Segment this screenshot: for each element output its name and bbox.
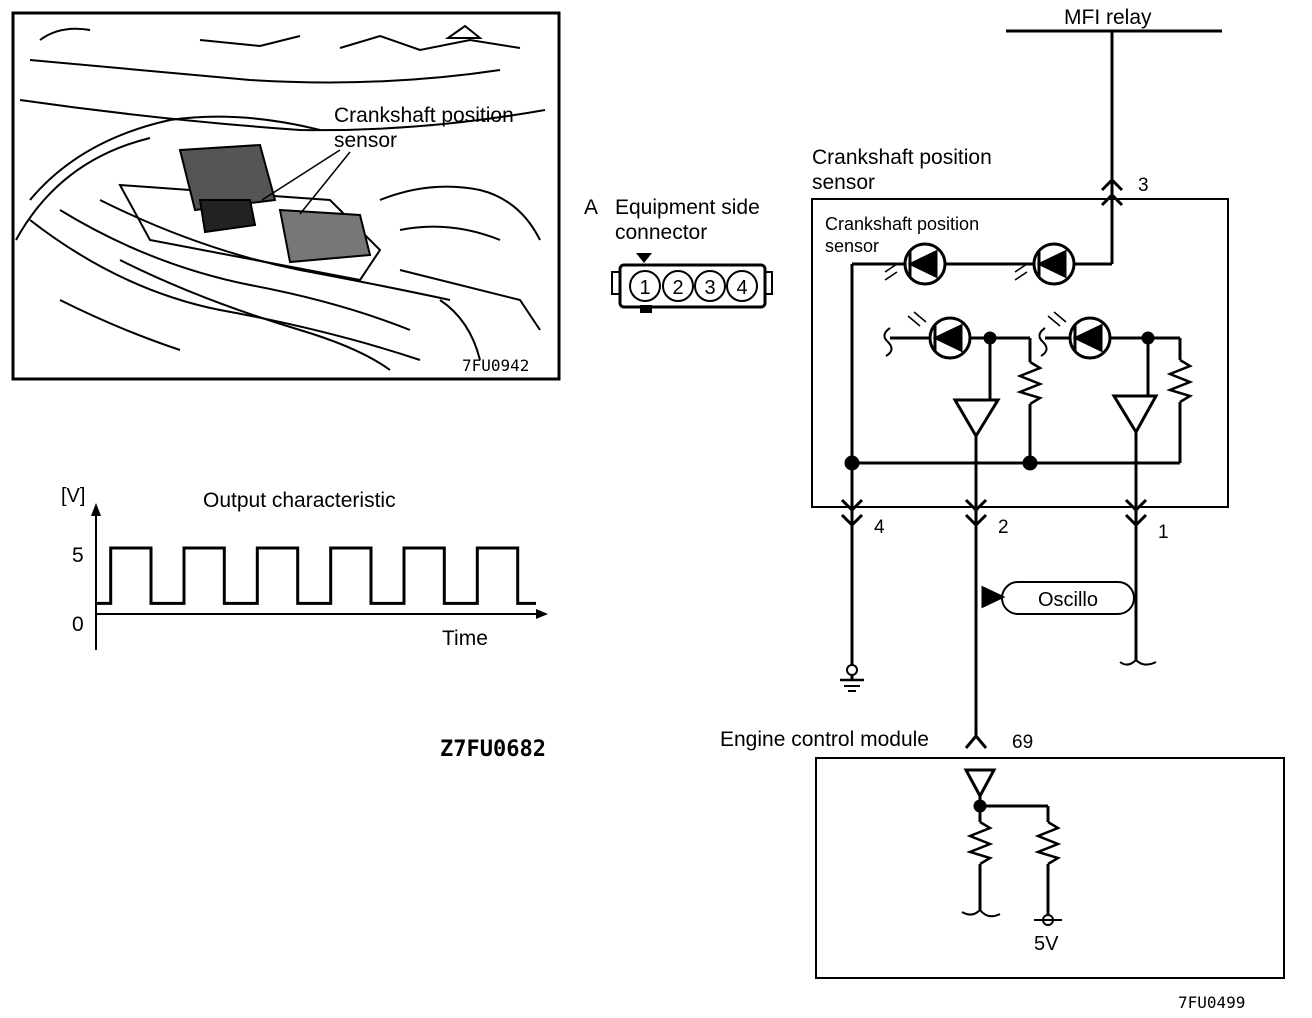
photo-sensor-label-line1: Crankshaft position: [334, 104, 514, 127]
wire-break: [979, 909, 1001, 918]
ecm-label: Engine control module: [720, 728, 929, 751]
terminal-4-label: 4: [874, 517, 885, 538]
terminal-3-chevron: [1100, 177, 1124, 192]
sensor-block-label-line1: Crankshaft position: [812, 146, 992, 169]
terminal-3-chevron: [1100, 192, 1124, 207]
node: [1022, 455, 1038, 471]
photo-emission-arrows: [907, 311, 1067, 327]
chart-x-axis-arrow: [536, 609, 548, 619]
connector-key-marker: [636, 253, 652, 263]
chart-code: Z7FU0682: [440, 737, 546, 762]
led-emission-arrows: [884, 263, 1028, 281]
photo-sensor-label-line2: sensor: [334, 129, 397, 152]
photodiode-2-diode: [1072, 323, 1103, 353]
connector-pin-3-label: 3: [704, 277, 715, 299]
circuit-labels: MFI relay Crankshaft position sensor 3 C…: [720, 6, 1245, 1012]
terminal-2-chevron: [964, 513, 988, 528]
terminal-69-chevron: [964, 733, 988, 749]
output-characteristic-chart: Output characteristic [V] 5 0 Time Z7FU0…: [61, 485, 548, 762]
terminal-1-chevron: [1124, 513, 1148, 528]
connector-label-line1: Equipment side: [615, 196, 760, 219]
circuit-code: 7FU0499: [1178, 993, 1245, 1012]
wire-break: [961, 909, 981, 916]
photo-code: 7FU0942: [462, 356, 529, 375]
terminal-1-label: 1: [1158, 522, 1169, 543]
resistor-2: [1166, 358, 1194, 404]
photodiode-1-diode: [932, 323, 963, 353]
connector-pin-4: [726, 270, 758, 302]
oscillo-label: Oscillo: [1038, 589, 1098, 611]
terminal-1-chevron: [1124, 498, 1148, 513]
terminal-69-label: 69: [1012, 732, 1033, 753]
ecm-amplifier: [963, 768, 997, 800]
oscillo-probe-tip: [981, 585, 1006, 609]
engine-illustration: [15, 24, 546, 371]
connector-pin-4-label: 4: [736, 277, 747, 299]
circuit-diagram: [811, 29, 1285, 979]
terminal-2-label: 2: [998, 517, 1009, 538]
terminal-3-label: 3: [1138, 175, 1149, 196]
led-2-diode: [1036, 249, 1067, 279]
ecm-resistor-2: [1034, 820, 1062, 866]
chart-title: Output characteristic: [203, 489, 396, 512]
photo-leader-line: [261, 149, 341, 201]
connector-pin-1-label: 1: [639, 277, 650, 299]
resistor-1: [1016, 360, 1044, 406]
connector-pin-2-label: 2: [672, 277, 683, 299]
chart-x-label: Time: [442, 627, 488, 650]
inner-sensor-label-line1: Crankshaft position: [825, 214, 979, 234]
node: [844, 455, 860, 471]
connector-label-line2: connector: [615, 221, 707, 244]
photo-leader-line: [299, 151, 351, 215]
connector-pin-2: [662, 270, 694, 302]
chart-tick-5: 5: [72, 544, 84, 567]
terminal-4-chevron: [840, 513, 864, 528]
connector-pin-1: [629, 270, 661, 302]
chart-y-axis-arrow: [91, 503, 101, 516]
terminal-4-chevron: [840, 498, 864, 513]
photo-1-input: [883, 327, 893, 357]
connector-letter: A: [584, 196, 598, 219]
amplifier-1: [952, 398, 1001, 439]
ecm-box: [815, 757, 1285, 979]
chart-waveform-series: [96, 546, 536, 605]
photo-2-input: [1038, 327, 1048, 357]
engine-photo-panel: Crankshaft position sensor 7FU0942: [11, 11, 561, 381]
supply-5v-label: 5V: [1034, 933, 1059, 955]
ecm-resistor-1: [966, 820, 994, 866]
equipment-connector: A Equipment side connector 1 2 3 4: [584, 196, 773, 313]
amplifier-2: [1111, 394, 1159, 435]
sensor-block-label-line2: sensor: [812, 171, 875, 194]
chart-y-unit: [V]: [61, 485, 85, 507]
ground-terminal: [846, 664, 858, 676]
led-1-diode: [907, 249, 938, 279]
inner-sensor-label-line2: sensor: [825, 236, 879, 256]
wire-break: [1119, 659, 1137, 666]
terminal-2-chevron: [964, 498, 988, 513]
chart-tick-0: 0: [72, 613, 84, 636]
connector-key-bottom: [640, 305, 652, 313]
connector-pin-3: [694, 270, 726, 302]
mfi-relay-label: MFI relay: [1064, 6, 1152, 29]
sensor-box: [811, 198, 1229, 508]
wire-break: [1135, 659, 1157, 666]
